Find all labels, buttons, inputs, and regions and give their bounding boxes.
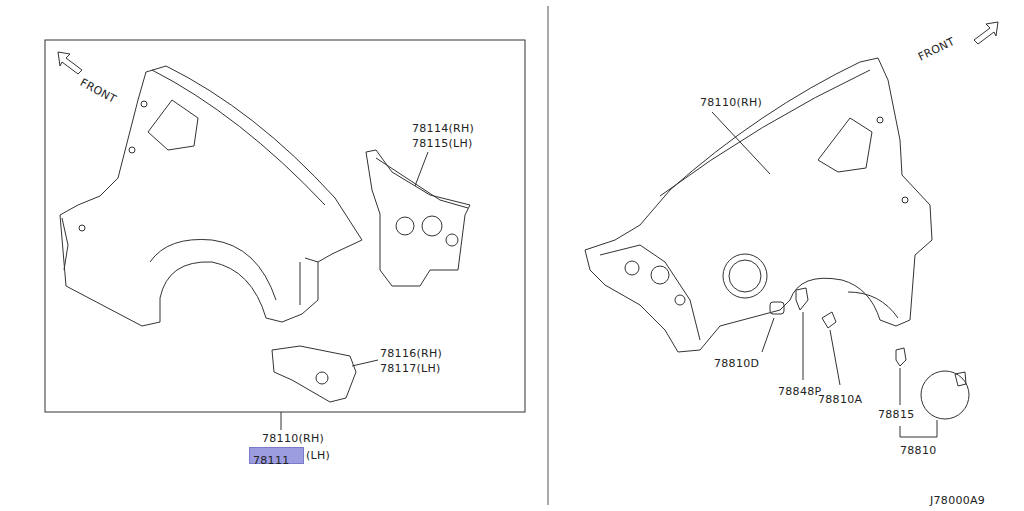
callout-number: 78116(RH) [380,347,442,360]
callout-number: (LH) [306,449,330,462]
front-marker: FRONT [78,76,119,106]
callout-number: 78114(RH) [412,122,474,135]
callout-number: 78110(RH) [262,432,324,445]
callout-number: 78810A [818,393,862,406]
callout-number: 78815 [878,408,915,421]
callout-number: 78115(LH) [412,137,473,150]
diagram-code: J78000A9 [930,494,985,507]
highlight-box: 78111 [249,447,304,464]
callout-number: 78111 [253,454,290,467]
callout-number: 78810D [714,357,759,370]
callout-number: 78110(RH) [700,96,762,109]
callout-number: 78810 [900,444,937,457]
callout-number: 78117(LH) [380,362,441,375]
callout-number: 78848P [778,385,821,398]
front-marker: FRONT [916,35,957,64]
